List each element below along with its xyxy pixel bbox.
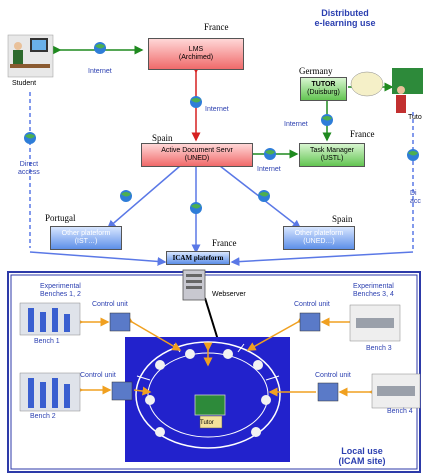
title-line-1: Distributed <box>321 8 369 18</box>
ads-box-subtitle: (UNED) <box>184 155 210 162</box>
student-illustration <box>7 34 54 78</box>
internet-label-4: Internet <box>257 166 281 173</box>
direct-access-right-line1: Di <box>410 190 417 197</box>
exp-benches-12-line2: Benches 1, 2 <box>40 291 81 298</box>
globe-icon <box>258 190 270 202</box>
internet-label-1: Internet <box>88 68 112 75</box>
internet-label-2: Internet <box>205 106 229 113</box>
control-unit-icon <box>299 312 321 332</box>
ads-box[interactable]: Active Document Servr (UNED) <box>141 143 253 167</box>
icam-platform-box[interactable]: ICAM plateform <box>166 251 230 265</box>
lms-box-subtitle: (Archimed) <box>178 54 214 61</box>
direct-access-right-arrow <box>230 251 414 267</box>
task-manager-subtitle: (USTL) <box>320 155 344 162</box>
lms-box[interactable]: LMS (Archimed) <box>148 38 244 70</box>
webserver-illustration <box>182 269 206 301</box>
bench-3-illustration <box>349 304 401 342</box>
direct-access-left-arrow <box>29 251 167 266</box>
bench-4-label: Bench 4 <box>387 408 413 415</box>
globe-icon <box>190 202 202 214</box>
other-platform-ist-box[interactable]: Other plateform (IST…) <box>50 226 122 250</box>
direct-access-right: Di acc <box>410 190 421 206</box>
globe-icon <box>24 132 36 144</box>
internet-label-3: Internet <box>284 121 308 128</box>
tutor-right-label: Tuto <box>408 114 422 121</box>
tutor-box-title: TUTOR <box>311 81 336 88</box>
globe-icon <box>264 148 276 160</box>
ads-box-title: Active Document Servr <box>161 147 233 154</box>
direct-access-left-line2: access <box>18 169 40 176</box>
control-unit-icon <box>317 382 339 402</box>
control-unit-label-2: Control unit <box>80 372 116 379</box>
globe-icon <box>407 149 419 161</box>
other-platform-uned-title: Other plateform <box>294 230 344 237</box>
country-france-top: France <box>204 22 229 32</box>
cu1-room-link <box>123 314 182 351</box>
experimental-benches-34: Experimental Benches 3, 4 <box>353 283 394 299</box>
globe-icon <box>321 114 333 126</box>
control-unit-icon <box>109 312 131 332</box>
classroom-tutor-board <box>194 394 226 429</box>
country-france-bottom: France <box>212 238 237 248</box>
webserver-classroom-link <box>204 297 219 341</box>
tutor-box[interactable]: TUTOR (Duisburg) <box>300 77 347 101</box>
globe-icon <box>94 42 106 54</box>
student-label: Student <box>12 80 37 87</box>
classroom-tutor-label: Tutor <box>200 420 214 426</box>
other-platform-uned-subtitle: (UNED…) <box>303 238 335 245</box>
control-unit-label-1: Control unit <box>92 301 128 308</box>
control-unit-label-3: Control unit <box>294 301 330 308</box>
control-unit-label-4: Control unit <box>315 372 351 379</box>
ads-ist-link <box>106 165 181 229</box>
lms-box-title: LMS <box>188 46 204 53</box>
local-use-label: Local use (ICAM site) <box>322 446 402 466</box>
country-france-mid: France <box>350 129 375 139</box>
bench-4-illustration <box>371 373 421 409</box>
cu2-room-link <box>133 386 152 396</box>
icam-platform-label: ICAM plateform <box>172 254 224 262</box>
bench-2-illustration <box>19 372 81 412</box>
country-germany: Germany <box>299 66 333 76</box>
other-platform-uned-box[interactable]: Other plateform (UNED…) <box>283 226 355 250</box>
globe-icon <box>190 96 202 108</box>
other-platform-ist-subtitle: (IST…) <box>74 238 98 245</box>
bench-3-label: Bench 3 <box>366 345 392 352</box>
local-site-inner-frame <box>10 274 418 470</box>
exp-benches-12-line1: Experimental <box>40 283 81 290</box>
classroom-students <box>145 349 271 437</box>
direct-access-left: Direct access <box>18 161 40 177</box>
diagram-title: Distributed e-learning use <box>300 8 390 28</box>
direct-access-left-line1: Direct <box>19 161 39 168</box>
country-spain-left: Spain <box>152 133 173 143</box>
experimental-benches-12: Experimental Benches 1, 2 <box>40 283 81 299</box>
exp-benches-34-line1: Experimental <box>353 283 394 290</box>
direct-access-right-line2: acc <box>410 198 421 205</box>
country-spain-right: Spain <box>332 214 353 224</box>
local-use-line1: Local use <box>341 446 383 456</box>
bench-1-illustration <box>19 302 81 336</box>
task-manager-title: Task Manager <box>310 147 354 154</box>
control-unit-icon <box>111 381 133 401</box>
title-line-2: e-learning use <box>314 18 376 28</box>
local-site-frame <box>7 271 421 473</box>
globe-icon <box>120 190 132 202</box>
bench-2-label: Bench 2 <box>30 413 56 420</box>
tutor-illustration <box>350 68 423 113</box>
webserver-label: Webserver <box>212 291 246 298</box>
country-portugal: Portugal <box>45 213 76 223</box>
other-platform-ist-title: Other plateform <box>61 230 111 237</box>
tutor-box-subtitle: (Duisburg) <box>307 89 340 96</box>
task-manager-box[interactable]: Task Manager (USTL) <box>299 143 365 167</box>
cu3-room-link <box>246 314 307 351</box>
classroom-ring-outer <box>135 341 281 449</box>
bench-1-label: Bench 1 <box>34 338 60 345</box>
exp-benches-34-line2: Benches 3, 4 <box>353 291 394 298</box>
local-use-line2: (ICAM site) <box>338 456 386 466</box>
